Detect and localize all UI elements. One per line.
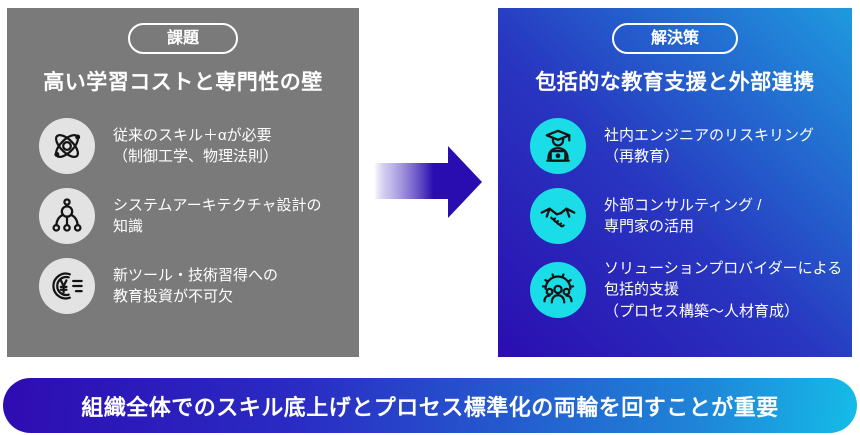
list-item-text: 新ツール・技術習得への 教育投資が不可欠 xyxy=(113,266,279,306)
list-item: ソリューションプロバイダーによる 包括的支援 （プロセス構築〜人材育成） xyxy=(530,258,852,322)
list-item-text: ソリューションプロバイダーによる 包括的支援 （プロセス構築〜人材育成） xyxy=(604,260,843,320)
solution-panel: 解決策 包括的な教育支援と外部連携 社内エンジニアのリスキリング （再教育） xyxy=(498,8,852,357)
challenge-items: 従来のスキル＋αが必要 （制御工学、物理法則） システムアーキテクチャ設計の 知… xyxy=(7,118,359,315)
challenge-badge: 課題 xyxy=(127,23,238,55)
solution-title: 包括的な教育支援と外部連携 xyxy=(535,71,815,95)
key-message-text: 組織全体でのスキル底上げとプロセス標準化の両輪を回すことが重要 xyxy=(81,394,779,420)
list-item-text: システムアーキテクチャ設計の 知識 xyxy=(113,196,322,236)
solution-badge: 解決策 xyxy=(611,23,738,55)
list-item: 外部コンサルティング / 専門家の活用 xyxy=(530,188,852,245)
challenge-panel: 課題 高い学習コストと専門性の壁 従来のスキル＋αが必要 （制御工学、物理法則） xyxy=(7,8,359,357)
solution-items: 社内エンジニアのリスキリング （再教育） 外部コンサルティング / 専門家の活用 xyxy=(498,118,852,322)
transition-arrow-icon xyxy=(374,146,482,218)
key-message-banner: 組織全体でのスキル底上げとプロセス標準化の両輪を回すことが重要 xyxy=(3,378,857,433)
atom-icon xyxy=(39,118,95,175)
handshake-icon xyxy=(530,188,586,245)
list-item: 新ツール・技術習得への 教育投資が不可欠 xyxy=(39,258,359,315)
list-item: システムアーキテクチャ設計の 知識 xyxy=(39,188,359,245)
list-item: 従来のスキル＋αが必要 （制御工学、物理法則） xyxy=(39,118,359,175)
yen-investment-icon xyxy=(39,258,95,315)
list-item: 社内エンジニアのリスキリング （再教育） xyxy=(530,118,852,175)
reskilling-graduate-icon xyxy=(530,118,586,175)
gear-people-icon xyxy=(530,262,586,319)
list-item-text: 従来のスキル＋αが必要 （制御工学、物理法則） xyxy=(113,126,279,166)
list-item-text: 外部コンサルティング / 専門家の活用 xyxy=(604,196,762,236)
hierarchy-icon xyxy=(39,188,95,245)
list-item-text: 社内エンジニアのリスキリング （再教育） xyxy=(604,126,815,166)
challenge-title: 高い学習コストと専門性の壁 xyxy=(43,71,323,95)
